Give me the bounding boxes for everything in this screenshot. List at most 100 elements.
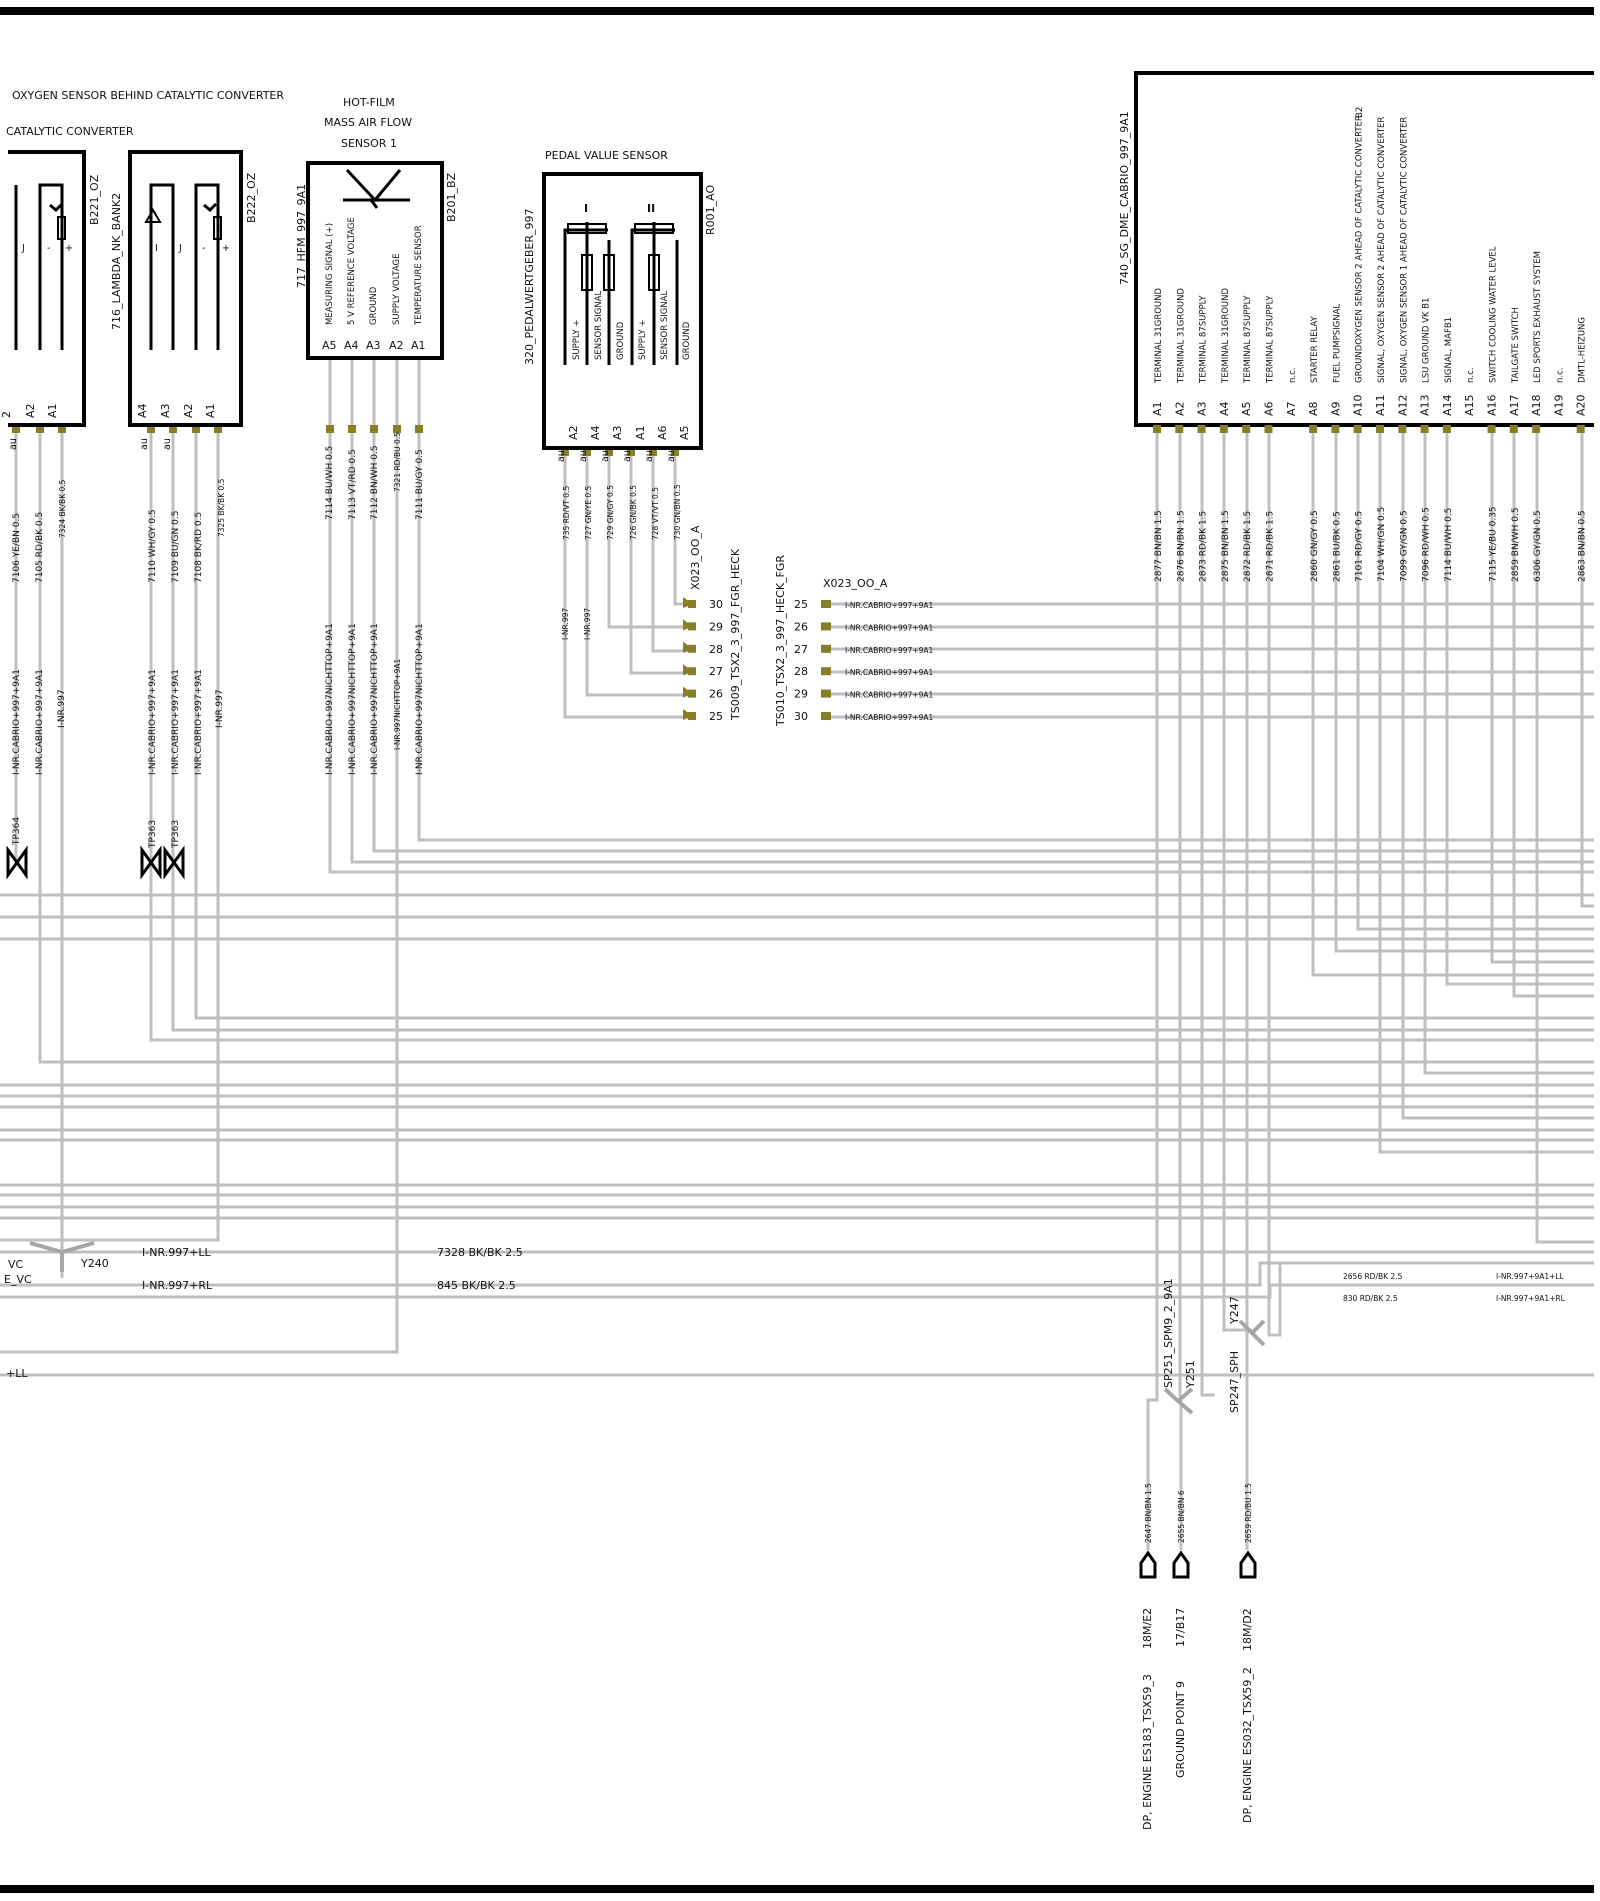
dme-component-box [1134,71,1594,427]
wire-54 [1512,430,1594,998]
dme-pin-marker-11 [1376,425,1384,433]
x023-right-pin-1: 25 [794,598,808,611]
hfm-signal-3: GROUND [369,286,379,325]
b221-sym-minus: - [47,243,50,254]
oz-cat-title: CATALYTIC CONVERTER [6,125,134,138]
wire-43 [1222,430,1252,1332]
pin-marker-6 [214,425,222,433]
x023-right-pin-5: 29 [794,688,808,701]
pedal-au-2: au [578,450,589,462]
pin-marker-2 [58,425,66,433]
pedal-inr-1: I-NR.997 [561,608,570,640]
pedal-wire-6: 730 GN/BN 0.5 [673,484,682,540]
dme-pin-marker-17 [1509,425,1518,433]
dme-pin-marker-18 [1532,425,1541,433]
pin-marker-3 [147,425,155,433]
ground-symbol-2 [1172,1550,1190,1579]
dme-signal-4: TERMINAL 31GROUND [1221,288,1231,384]
dme-signal-19: n.c. [1555,368,1565,383]
dme-wire-8: 2860 GN/GY 0.5 [1310,510,1320,582]
b222-component-box [128,150,243,427]
bus-w845: 845 BK/BK 2.5 [437,1279,516,1292]
b221-sym-plus: + [65,243,73,254]
dme-signal-3: TERMINAL 87SUPPLY [1199,295,1209,384]
pedal-signal-6: GROUND [682,321,692,360]
pedal-sym-i: I [584,202,588,215]
wire-50 [1401,430,1594,1120]
pedal-au-4: au [622,450,633,462]
dme-signal-5: TERMINAL 87SUPPLY [1243,295,1253,384]
pedal-pin-marker-1 [583,448,591,456]
b222-au-1: au [139,438,150,450]
x023-left-pin-6: 25 [709,710,723,723]
wire-10 [0,360,399,1354]
wire-53 [1490,430,1594,964]
pedal-pin-marker-5 [671,448,679,456]
x023-right-inr-4: I-NR.CABRIO+997+9A1 [845,668,933,677]
b221-component-box [8,150,86,427]
dme-pin-marker-13 [1420,425,1429,433]
b221-pin-a2: A2 [24,403,37,418]
sp251-label: SP251_SPM9_2_9A1 [1162,1278,1175,1388]
hfm-label: 717_HFM_997_9A1 [295,184,308,288]
dme-signal-7: n.c. [1288,368,1298,383]
dme-signal-1: TERMINAL 31GROUND [1154,288,1164,384]
pedal-signal-1: SUPPLY + [572,320,582,361]
b221-au: au [8,438,19,450]
dme-signal-20: DMTL-HEIZUNG [1578,317,1588,383]
dme-wire-3: 2873 RD/BK 1.5 [1199,511,1209,582]
hfm-signal-2: 5 V REFERENCE VOLTAGE [347,217,357,325]
b222-wire-3: 7108 BK/RD 0.5 [194,512,204,583]
pedal-wire-4: 726 GN/BK 0.5 [629,485,638,540]
pedal-pin-marker-0 [561,448,569,456]
b222-inr-4: I-NR.997 [215,689,225,728]
b221-sym-j: J [21,243,25,254]
ground-2-ref: 17/B17 [1174,1608,1187,1647]
pedal-au-3: au [600,450,611,462]
r001-label: R001_AO [704,185,717,235]
x023-right-pin-marker-4 [821,667,831,676]
dme-pin-a17: A17 [1508,394,1521,416]
dme-wire-10: 7101 RD/GY 0.5 [1355,511,1365,582]
x023-right-inr-2: I-NR.CABRIO+997+9A1 [845,623,933,632]
b221-sensor-symbol [14,183,66,350]
wire-56 [1580,430,1594,908]
hfm-component-box [306,161,444,360]
pedal-pin-a4: A4 [589,425,602,440]
lambda-label: 716_LAMBDA_NK_BANK2 [110,193,123,330]
x023-left-pin-5: 26 [709,688,723,701]
pedal-sym-ii: II [647,202,655,215]
bottom-frame-border [0,1885,1594,1893]
dme-wire-1: 2877 BN/BN 1.5 [1154,510,1164,582]
dme-pin-marker-9 [1331,425,1340,433]
wire-16 [651,450,693,653]
pedal-signal-5: SENSOR SIGNAL [660,291,670,360]
y247-splice-symbol [1238,1319,1266,1347]
x023-left-pin-socket-5 [688,689,696,698]
x023-b-label: X023_OO_A [823,577,888,590]
hfm-wire-5: 7111 BU/GY 0.5 [415,449,425,520]
b222-pin-a4: A4 [136,403,149,418]
wire-12 [563,450,693,719]
ground-3-name: DP, ENGINE ES032_TSX59_2 [1241,1667,1254,1823]
pin-marker-5 [192,425,200,433]
pedal-pin-a1: A1 [634,425,647,440]
dme-wire-13: 7096 RD/WH 0.5 [1422,507,1432,582]
pedal-title: PEDAL VALUE SENSOR [545,149,668,162]
b221-inr-3: I-NR.997 [57,689,67,728]
dme-pin-marker-16 [1487,425,1496,433]
y247-label: Y247 [1228,1296,1241,1325]
wire-52 [1445,430,1594,986]
dme-wire-14: 7114 BU/WH 0.5 [1444,508,1454,582]
pin-marker-8 [348,425,356,433]
dme-signal-16: SWITCH COOLING WATER LEVEL [1489,246,1499,383]
tp363b-label: TP363 [171,820,181,849]
tp364-label: TP364 [12,817,22,846]
dme-pin-marker-8 [1309,425,1318,433]
dme-pin-a15: A15 [1463,394,1476,416]
dme-wire-18: 6306 GY/GN 0.5 [1533,510,1543,582]
pedal-label: 320_PEDALWERTGEBER_997 [523,209,536,366]
ts009-label: TS009_TSX2_3_997_FGR_HECK [729,548,742,721]
wire-41 [1178,430,1183,1550]
